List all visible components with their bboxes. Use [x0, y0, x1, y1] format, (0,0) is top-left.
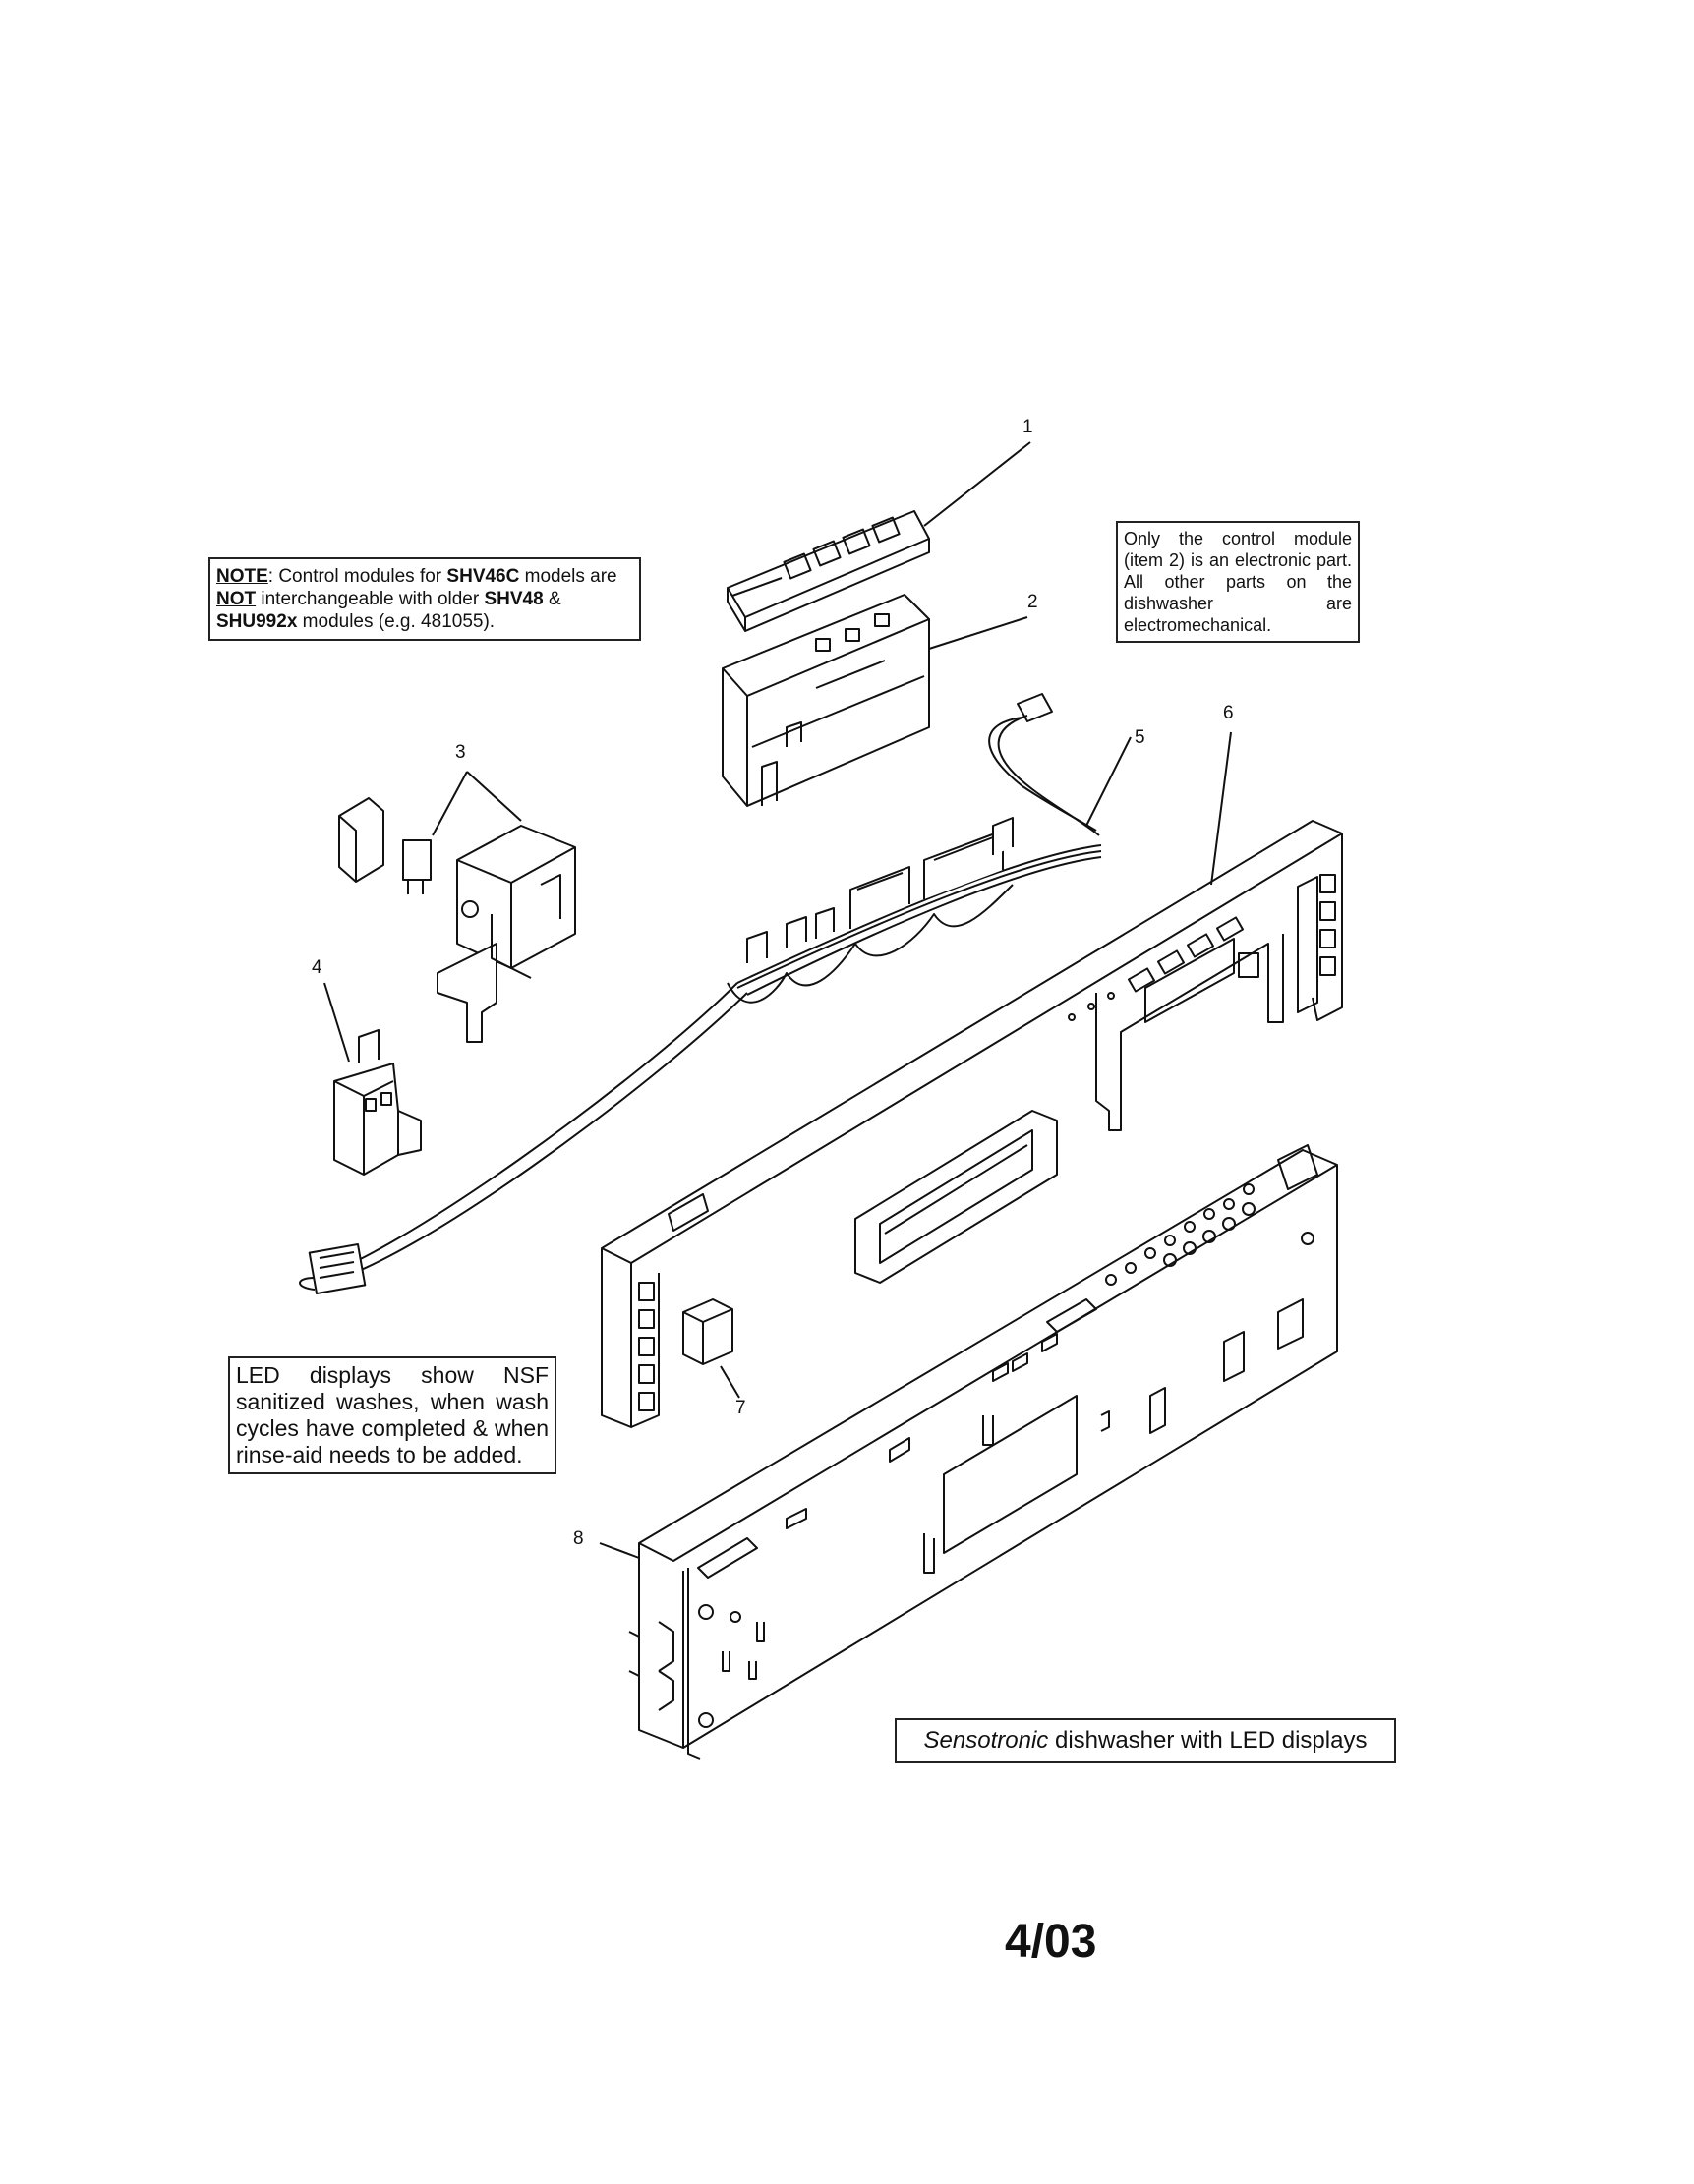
callout-7: 7: [735, 1398, 746, 1418]
note-model-2: SHV48: [484, 589, 544, 609]
note-text-1: : Control modules for: [267, 566, 447, 587]
leader-line-3a: [432, 771, 468, 836]
callout-2: 2: [1027, 592, 1038, 612]
part-1-button-strip: [727, 510, 930, 632]
caption-box: Sensotronic dishwasher with LED displays: [895, 1718, 1396, 1763]
led-box: LED displays show NSF sanitized washes, …: [228, 1356, 556, 1474]
part-2-control-module: [722, 594, 930, 807]
leader-line-3b: [466, 771, 522, 822]
part-4-switch: [333, 1029, 422, 1176]
part-6-outer-panel: [601, 820, 1343, 1428]
leader-line-1: [923, 441, 1031, 527]
note-not: NOT: [216, 589, 257, 609]
leader-line-6: [1210, 731, 1232, 886]
note-box: NOTE: Control modules for SHV46C models …: [208, 557, 641, 641]
caption-italic: Sensotronic: [923, 1727, 1049, 1753]
part-8-inner-panel: [628, 1144, 1338, 1760]
note-text-3: interchangeable with older: [256, 589, 485, 609]
part-3-door-latch: [338, 797, 576, 1043]
part-7-led-cube: [682, 1298, 733, 1365]
leader-line-7: [720, 1365, 740, 1399]
note-model-3: SHU992x: [216, 611, 298, 632]
note-prefix: NOTE: [216, 566, 268, 587]
callout-8: 8: [573, 1528, 584, 1549]
note-text-5: modules (e.g. 481055).: [297, 611, 496, 632]
callout-1: 1: [1022, 417, 1033, 437]
callout-4: 4: [312, 957, 322, 978]
leader-line-2: [928, 616, 1028, 650]
note-text-2: models are: [519, 566, 617, 587]
part-5-wire-harness: [299, 693, 1102, 1295]
info-box: Only the control module (item 2) is an e…: [1116, 521, 1360, 643]
leader-line-5: [1085, 736, 1132, 827]
callout-3: 3: [455, 742, 466, 763]
note-text-4: &: [543, 589, 561, 609]
leader-line-8: [599, 1542, 640, 1559]
note-model-1: SHV46C: [446, 566, 520, 587]
page-code: 4/03: [1005, 1916, 1097, 1968]
callout-6: 6: [1223, 703, 1234, 723]
callout-5: 5: [1135, 727, 1145, 748]
leader-line-4: [323, 982, 350, 1063]
caption-rest: dishwasher with LED displays: [1048, 1727, 1368, 1753]
